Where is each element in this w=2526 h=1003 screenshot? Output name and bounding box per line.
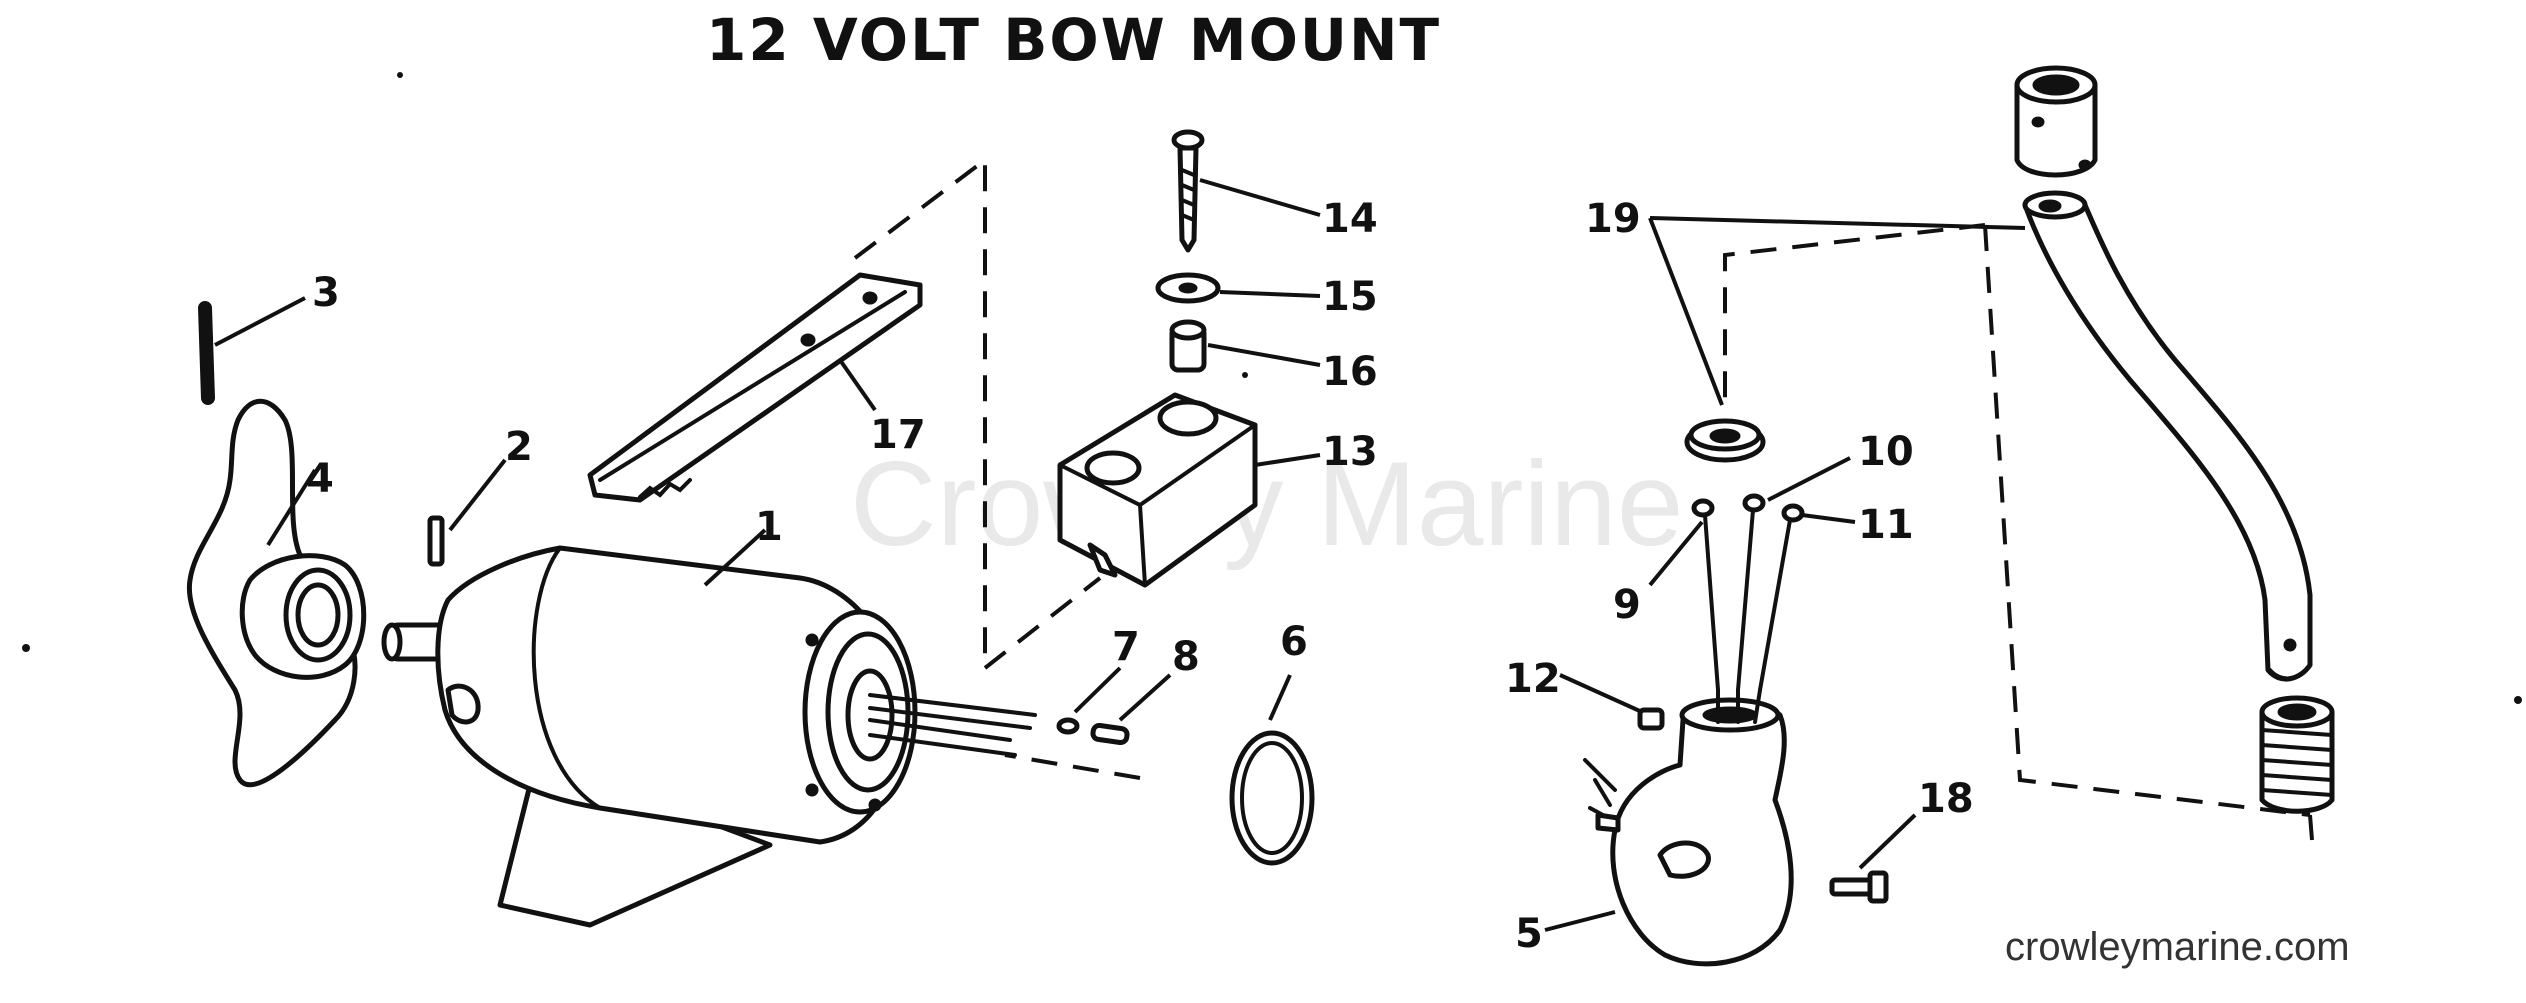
callout-14: 14 [1322, 196, 1378, 242]
top-collar [2014, 65, 2098, 178]
scan-dot [2514, 696, 2522, 704]
callout-17: 17 [870, 412, 926, 458]
callout-5: 5 [1515, 911, 1543, 957]
part-19-shaft-tube [2022, 190, 2313, 682]
part-4-propeller [186, 398, 367, 788]
callout-2: 2 [505, 424, 533, 470]
watermark: Crowley Marine [850, 437, 1684, 571]
callout-6: 6 [1280, 619, 1308, 665]
callout-9: 9 [1613, 582, 1641, 628]
part-14-screw [1171, 129, 1321, 253]
part-2-key [427, 458, 507, 567]
part-13-clamp-block [1057, 392, 1321, 588]
scan-dot [1242, 372, 1248, 378]
part-12-plug [1559, 673, 1665, 731]
callout-4: 4 [306, 456, 334, 502]
part-6-o-ring [1229, 674, 1315, 866]
callout-3: 3 [312, 270, 340, 316]
part-18-bolt [1829, 813, 1917, 904]
callout-18: 18 [1918, 776, 1974, 822]
threaded-fitting [2259, 695, 2335, 814]
part-7-washer [1056, 666, 1122, 735]
part-17-bracket [587, 272, 923, 503]
part-15-washer [1155, 272, 1321, 304]
site-label: crowleymarine.com [2005, 925, 2350, 969]
callout-15: 15 [1322, 274, 1378, 320]
callout-7: 7 [1112, 624, 1140, 670]
callout-10: 10 [1858, 429, 1914, 475]
callout-1: 1 [755, 504, 783, 550]
part-1-motor [381, 528, 1037, 928]
part-3-pin [198, 296, 306, 405]
callout-8: 8 [1172, 634, 1200, 680]
scan-dot [22, 644, 30, 652]
callout-11: 11 [1858, 502, 1914, 548]
scan-dot [397, 72, 403, 78]
part-5-head-housing [1544, 688, 1794, 967]
part-8-sleeve [1090, 673, 1172, 746]
wire-terminals [1648, 456, 1856, 692]
callout-13: 13 [1322, 429, 1378, 475]
part-19-washer [1648, 216, 2026, 463]
callout-12: 12 [1505, 656, 1561, 702]
diagram-title: 12 VOLT BOW MOUNT [706, 6, 1441, 74]
callout-19: 19 [1585, 196, 1641, 242]
part-16-spacer [1169, 319, 1321, 373]
callout-16: 16 [1322, 349, 1378, 395]
